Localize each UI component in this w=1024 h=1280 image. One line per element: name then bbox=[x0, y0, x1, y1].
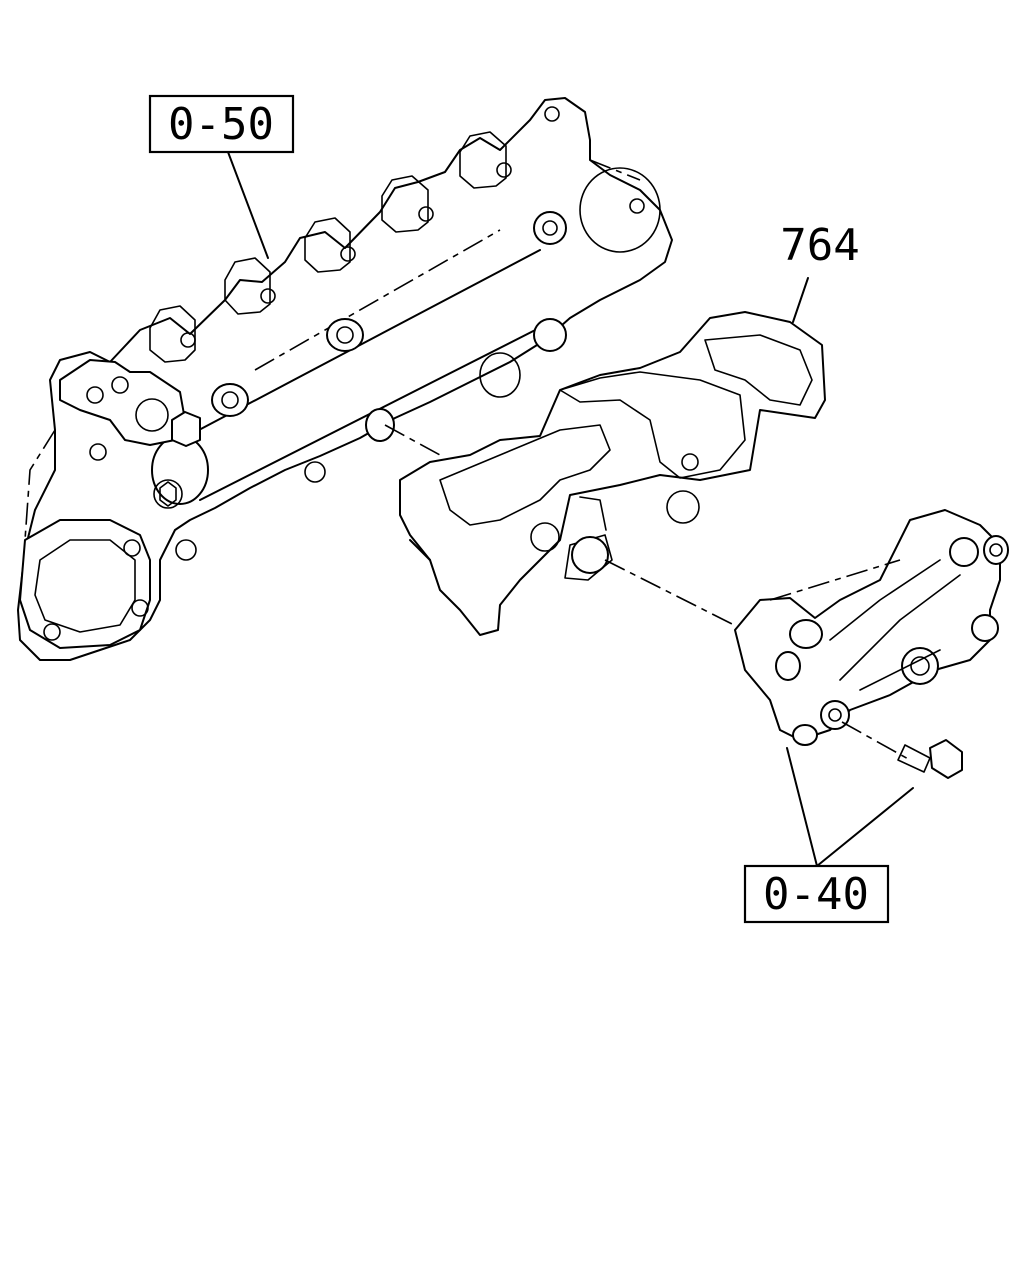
alignment-line-lower bbox=[604, 559, 741, 629]
bolt-icon bbox=[841, 721, 963, 779]
manifold-assembly bbox=[17, 97, 673, 661]
leader-lines bbox=[227, 151, 914, 867]
callout-label-support-bolt: 0-40 bbox=[763, 869, 869, 920]
callout-label-bracket-part: 764 bbox=[780, 220, 859, 271]
callout-manifold: 0-50 bbox=[148, 94, 295, 154]
callout-label-manifold: 0-50 bbox=[168, 99, 274, 150]
support-bracket bbox=[734, 509, 1009, 746]
bracket-part-764 bbox=[399, 311, 826, 636]
callout-support-bolt: 0-40 bbox=[743, 864, 890, 924]
alignment-line-upper bbox=[384, 424, 441, 456]
callout-bracket-part: 764 bbox=[780, 220, 859, 271]
